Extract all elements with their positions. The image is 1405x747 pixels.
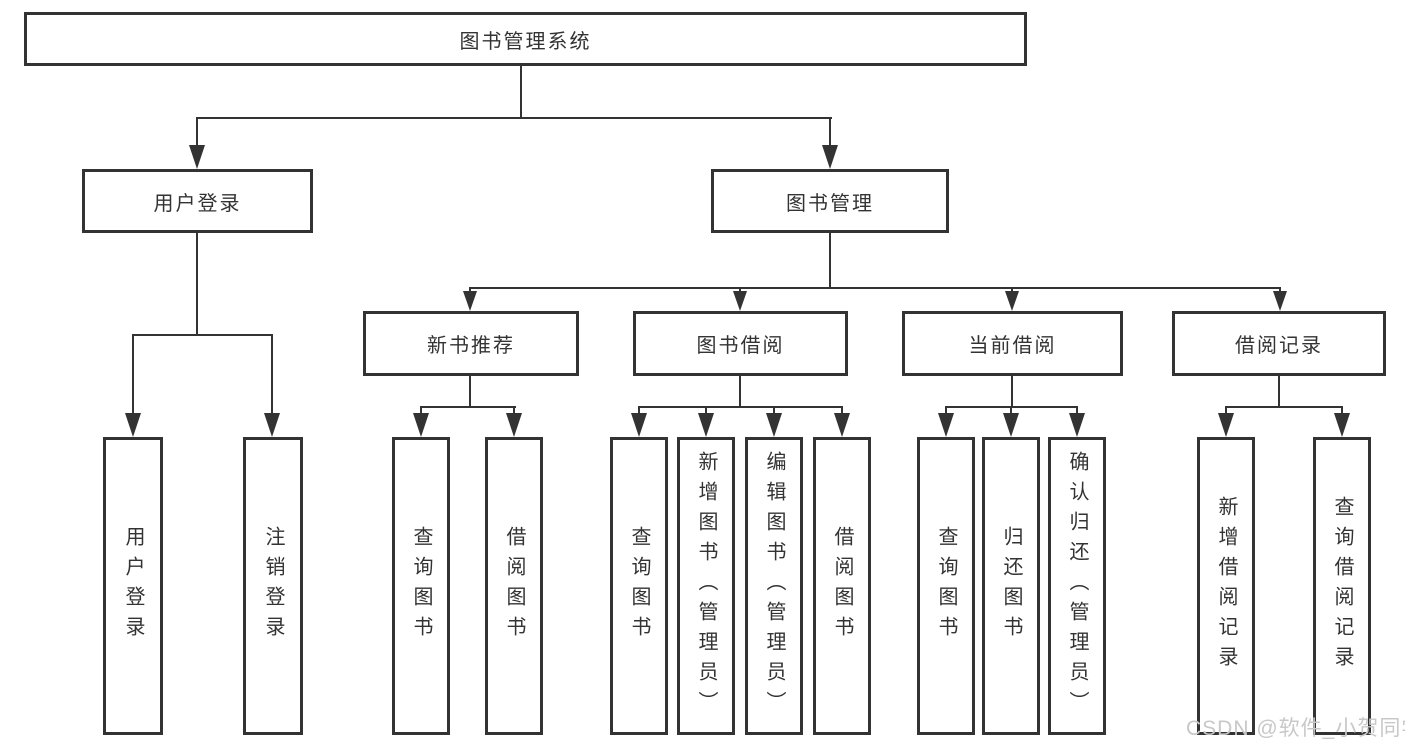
connector-arrowhead [698,413,714,437]
connector-line [829,117,831,149]
leaf-query-borrow-record: 查询借阅记录 [1313,437,1371,735]
connector-line [739,287,741,293]
connector-line [1011,375,1013,407]
connector-arrowhead [463,291,477,311]
connector-line [638,406,640,416]
connector-line [469,287,1281,289]
connector-line [1225,406,1343,408]
connector-arrowhead [938,413,954,437]
node-new-book-recommendation: 新书推荐 [363,311,579,376]
connector-arrowhead [834,413,850,437]
connector-arrowhead [506,413,522,437]
node-library-system: 图书管理系统 [24,12,1027,66]
leaf-query-books-borrowing: 查询图书 [610,437,668,735]
connector-line [132,334,134,415]
leaf-logout-login: 注销登录 [243,437,303,735]
connector-line [520,64,522,118]
leaf-borrow-books: 借阅图书 [813,437,871,735]
leaf-add-books-admin: 新增图书（管理员） [677,437,735,735]
connector-line [829,232,831,289]
leaf-user-login: 用户登录 [103,437,163,735]
connector-arrowhead [1003,413,1019,437]
connector-arrowhead [766,413,782,437]
connector-line [1341,406,1343,416]
connector-line [638,406,843,408]
connector-line [196,231,198,336]
leaf-borrow-books-recommend: 借阅图书 [485,437,543,735]
connector-arrowhead [413,413,429,437]
connector-arrowhead [1005,291,1019,311]
connector-line [196,117,198,149]
connector-line [1076,406,1078,416]
connector-line [1010,406,1012,416]
node-user-login: 用户登录 [82,169,313,233]
connector-arrowhead [631,413,647,437]
connector-line [271,334,273,415]
connector-arrowhead [264,413,280,437]
leaf-edit-books-admin: 编辑图书（管理员） [745,437,803,735]
node-book-borrowing: 图书借阅 [633,311,848,376]
connector-arrowhead [733,291,747,311]
connector-arrowhead [1069,413,1085,437]
connector-line [196,117,832,119]
connector-arrowhead [1334,413,1350,437]
connector-line [739,375,741,407]
connector-line [1278,375,1280,407]
connector-line [945,406,947,416]
node-book-management: 图书管理 [711,169,949,233]
connector-line [1279,287,1281,293]
node-current-borrowing: 当前借阅 [902,311,1123,376]
connector-arrowhead [125,413,141,437]
node-borrowing-records: 借阅记录 [1172,311,1386,376]
connector-line [132,334,273,336]
connector-arrowhead [189,145,205,169]
connector-arrowhead [1218,413,1234,437]
connector-line [469,375,471,407]
leaf-query-books-recommend: 查询图书 [392,437,450,735]
connector-line [1011,287,1013,293]
leaf-return-books: 归还图书 [982,437,1040,735]
connector-line [773,406,775,416]
leaf-query-books-current: 查询图书 [917,437,975,735]
leaf-confirm-return-admin: 确认归还（管理员） [1048,437,1106,735]
csdn-watermark: CSDN @软件_小贺同学 [1186,717,1405,740]
connector-arrowhead [822,145,838,169]
connector-line [469,287,471,293]
connector-line [513,406,515,416]
leaf-add-borrow-record: 新增借阅记录 [1197,437,1255,735]
connector-line [1225,406,1227,416]
connector-line [705,406,707,416]
connector-line [420,406,516,408]
connector-line [841,406,843,416]
connector-arrowhead [1273,291,1287,311]
connector-line [420,406,422,416]
